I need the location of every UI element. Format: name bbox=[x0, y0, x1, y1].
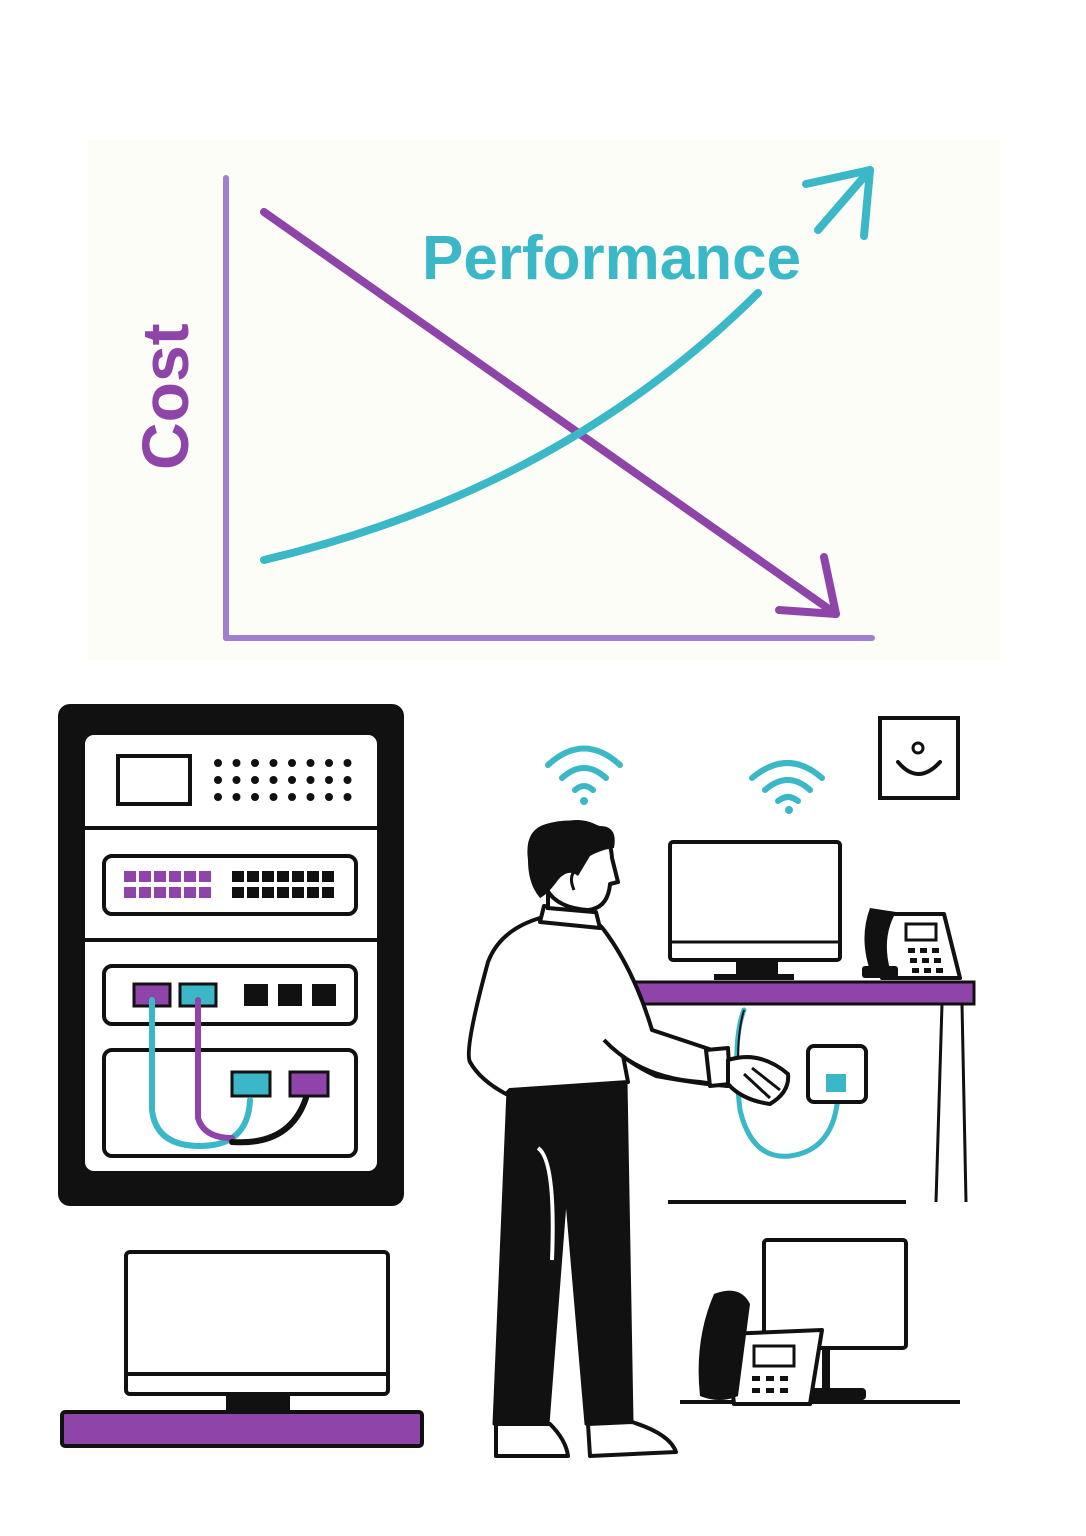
performance-arrowhead bbox=[802, 166, 874, 240]
network-switch bbox=[102, 964, 358, 1026]
wall-sensor-icon bbox=[878, 716, 960, 800]
technician-figure bbox=[466, 820, 791, 1458]
cost-performance-chart: Cost Performance bbox=[88, 140, 1000, 660]
monitor-icon bbox=[668, 840, 842, 980]
wifi-icon bbox=[545, 745, 623, 805]
patch-ports bbox=[124, 871, 334, 898]
teal-patch-cable bbox=[149, 997, 253, 1150]
rack-display-panel bbox=[116, 754, 192, 806]
monitor-icon bbox=[60, 1250, 424, 1448]
hand bbox=[726, 1055, 791, 1106]
desk-phone-icon bbox=[862, 908, 962, 980]
performance-arrow-shaft bbox=[814, 166, 874, 234]
chart-panel bbox=[88, 140, 1000, 660]
performance-label: Performance bbox=[422, 224, 801, 293]
patch-panel bbox=[102, 854, 358, 916]
trousers bbox=[492, 1080, 634, 1426]
desk-phone-icon bbox=[698, 1290, 824, 1406]
cost-axis-label: Cost bbox=[128, 323, 202, 470]
desk bbox=[630, 980, 976, 1204]
hair bbox=[527, 820, 615, 898]
cost-arrowhead bbox=[775, 553, 840, 618]
black-patch-cable bbox=[229, 1095, 309, 1146]
performance-curve bbox=[260, 289, 762, 564]
cost-line bbox=[260, 208, 840, 618]
purple-patch-cable bbox=[195, 997, 235, 1141]
network-outlet-icon bbox=[734, 1007, 868, 1159]
purple-shelf bbox=[60, 1410, 424, 1448]
monitor-icon bbox=[680, 1238, 960, 1404]
rack-vent-dots bbox=[214, 759, 352, 801]
wifi-icon bbox=[749, 760, 825, 814]
server-rack-icon bbox=[58, 704, 404, 1206]
rack-unit-bottom bbox=[102, 1048, 358, 1158]
